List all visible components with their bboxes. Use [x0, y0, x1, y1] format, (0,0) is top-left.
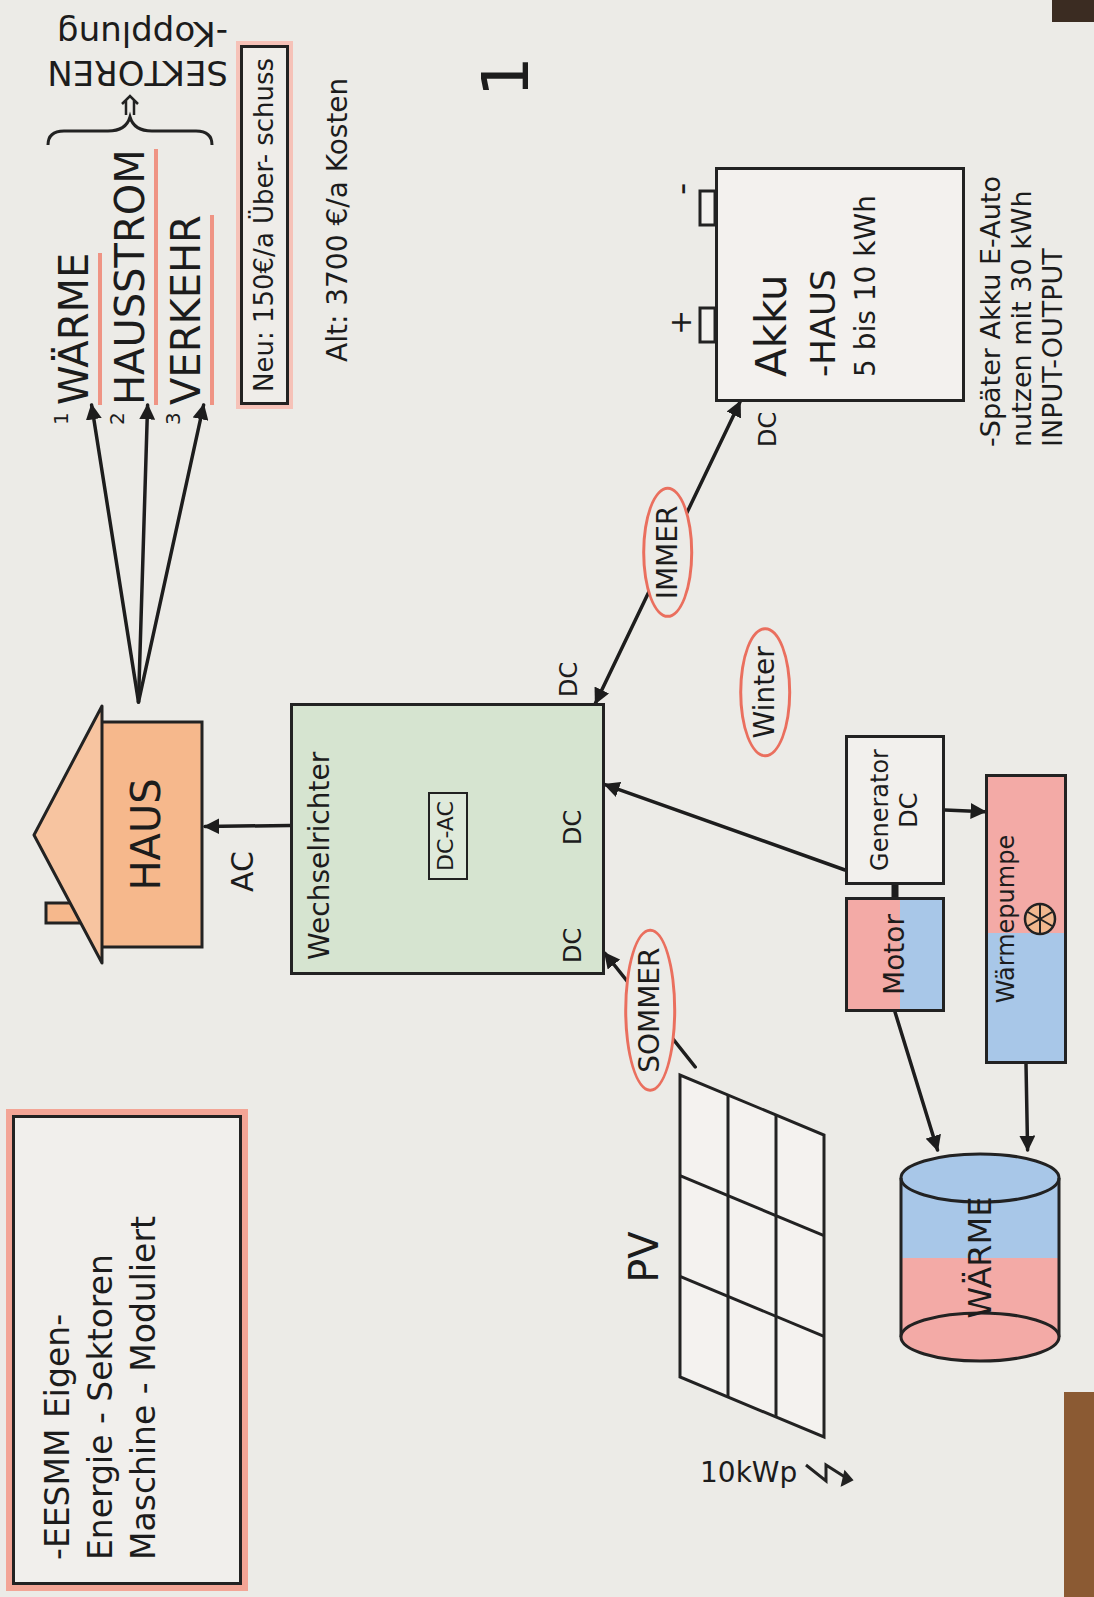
cost-note: Alt: 3700 €/a Kosten [322, 78, 354, 362]
sector-word: VERKEHR [162, 215, 214, 405]
flow-arrow [596, 402, 740, 703]
port-label: DC [560, 928, 588, 963]
port-label: DC [560, 810, 588, 845]
cylinder-end [901, 1154, 1059, 1202]
power-rating: 10kWp [700, 1457, 797, 1489]
pv-panel: PV [620, 1067, 835, 1447]
flow-arrow [205, 825, 290, 826]
fan-blade [1039, 919, 1041, 933]
fan-icon [1023, 902, 1057, 936]
curly-brace [48, 117, 212, 145]
item-number: 1 [50, 412, 73, 425]
flow-arrow [895, 1012, 938, 1150]
node-heading: Neu: 150€/a Über- schuss [249, 58, 280, 392]
cylinder-end [901, 1313, 1059, 1361]
motor-box: Motor [845, 897, 945, 1012]
port-label: DC [755, 412, 783, 447]
node-heading: Akku [744, 192, 801, 377]
future-note: -Später Akku E-Auto nutzen mit 30 kWh IN… [975, 97, 1068, 447]
battery-box: Akku-HAUS5 bis 10 kWh [715, 167, 965, 402]
lightning-symbol [806, 1465, 848, 1481]
battery-terminal [700, 308, 715, 342]
flow-arrow [139, 405, 148, 702]
node-text: -HAUS [801, 192, 847, 377]
flow-arrow [605, 785, 845, 870]
inner-label-box: DC-AC [428, 792, 468, 880]
flow-arrow [945, 810, 985, 812]
sector-coupling-label: SEKTOREN -Kopplung [33, 14, 228, 92]
season-label: IMMER [642, 487, 694, 619]
lightning-head [842, 1472, 852, 1485]
node-heading: -EESMM Eigen- Energie - Sektoren Maschin… [37, 1202, 166, 1560]
item-number: 2 [106, 412, 129, 425]
sector-word: HAUSSTROM [106, 149, 158, 405]
fan-blade [1040, 919, 1052, 926]
fan-blade [1028, 912, 1040, 919]
sector-word: WÄRME [50, 253, 102, 405]
heat-pump-box: Wärmepumpe [985, 774, 1067, 1064]
house-outline [30, 702, 205, 967]
fan-blade [1028, 919, 1040, 926]
season-label: SOMMER [624, 928, 676, 1091]
node-heading: WÄRME [50, 253, 98, 405]
season-label: Winter [739, 627, 791, 757]
terminal-sign: + [664, 310, 699, 335]
node-heading: DC-AC [432, 800, 461, 872]
terminal-sign: - [662, 183, 701, 195]
battery-terminal [700, 191, 715, 225]
pv-outline [680, 1075, 824, 1437]
fan-ring [1025, 904, 1055, 934]
implies-arrow [122, 96, 138, 115]
heat-storage: WÄRME [895, 1150, 1065, 1365]
savings-box: Neu: 150€/a Über- schuss [240, 45, 289, 405]
node-text: 5 bis 10 kWh [847, 192, 885, 377]
pv-cell-line [680, 1176, 824, 1236]
title-box: -EESMM Eigen- Energie - Sektoren Maschin… [12, 1115, 242, 1585]
node-heading: PV [620, 1067, 668, 1447]
fan-blade [1040, 912, 1052, 919]
flow-arrow [139, 405, 204, 702]
pv-cell-line [680, 1276, 824, 1336]
node-heading: Wärmepumpe [992, 787, 1021, 1051]
node-heading: HAUSSTROM [106, 149, 154, 405]
node-heading: Wechselrichter [303, 718, 337, 960]
pv-cell-line [775, 1115, 778, 1417]
house-shape: HAUS [30, 702, 205, 967]
flow-arrow [92, 405, 139, 702]
house-roof [34, 706, 102, 963]
node-heading: HAUS [122, 702, 170, 967]
shaft-line [892, 885, 899, 897]
inverter-box: DC-AC Wechselrichter [290, 703, 605, 975]
generator-box: Generator DC [845, 735, 945, 885]
pv-cell-line [727, 1095, 730, 1397]
node-heading: WÄRME [961, 1197, 999, 1319]
cylinder-side [901, 1178, 1059, 1337]
current-type-label: AC [226, 851, 261, 892]
pv-grid [672, 1067, 832, 1447]
node-heading: VERKEHR [162, 215, 210, 405]
flow-arrow [1026, 1064, 1028, 1150]
item-number: 3 [162, 412, 185, 425]
node-heading: Motor [878, 914, 912, 995]
fan-blade [1039, 905, 1041, 919]
table-shadow [1052, 0, 1094, 22]
table-wood [1064, 1392, 1094, 1597]
port-label: DC [556, 662, 584, 697]
node-heading: Generator DC [866, 744, 924, 876]
page-number: 1 [470, 56, 544, 97]
